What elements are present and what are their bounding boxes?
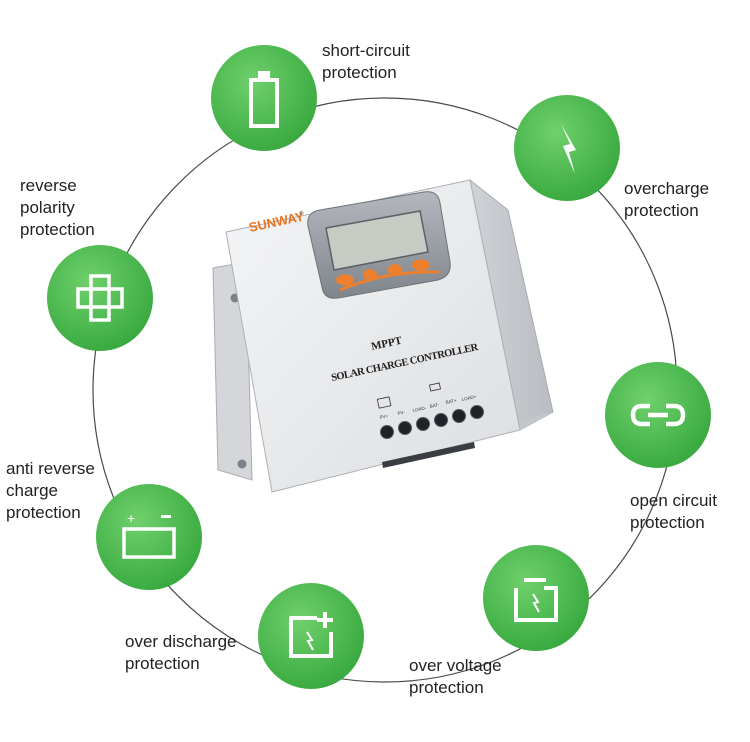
- badge-open-circuit: [605, 362, 711, 468]
- terminal-label-load-plus: LOAD+: [461, 394, 477, 402]
- control-buttons: [336, 259, 430, 286]
- battery-icon: [249, 71, 279, 128]
- label-anti-reverse: anti reverse charge protection: [6, 459, 95, 522]
- terminal-screw-5: [452, 409, 466, 423]
- cable-slot: [382, 442, 475, 468]
- badge-over-discharge: [258, 583, 364, 689]
- voltage-box-icon: [514, 578, 558, 622]
- terminal-label-bat-minus: BAT-: [429, 402, 440, 409]
- up-button[interactable]: [363, 269, 377, 281]
- solar-charge-controller: SUNWAY ® MPPT SOLAR CHARGE CONTROLLER PV…: [212, 178, 554, 493]
- lcd-orange-accent: [339, 270, 441, 292]
- esc-button[interactable]: [412, 259, 430, 271]
- terminal-screw-4: [434, 413, 448, 427]
- lcd-screen: [325, 210, 429, 271]
- badge-anti-reverse: +: [96, 484, 202, 590]
- label-over-voltage: over voltage protection: [409, 656, 502, 697]
- label-over-discharge: over discharge protection: [125, 632, 237, 673]
- cross-plug-icon: [76, 274, 124, 322]
- battery-terminals-icon: +: [122, 510, 176, 559]
- svg-text:+: +: [127, 510, 135, 526]
- bracket-hole-bottom: [237, 459, 247, 469]
- menu-button[interactable]: [336, 274, 354, 286]
- badge-short-circuit: [211, 45, 317, 151]
- discharge-box-icon: [289, 612, 333, 658]
- svg-text:®: ®: [299, 209, 305, 217]
- lightning-icon: [561, 124, 576, 174]
- label-open-circuit: open circuit protection: [630, 491, 717, 532]
- label-short-circuit: short-circuit protection: [322, 41, 410, 82]
- terminal-screw-3: [416, 417, 430, 431]
- terminal-label-pv-minus: PV-: [397, 409, 406, 416]
- terminal-label-load-minus: LOAD-: [412, 405, 427, 413]
- label-reverse-polarity: reverse polarity protection: [20, 176, 95, 239]
- badge-over-voltage: [483, 545, 589, 651]
- badge-overcharge: [514, 95, 620, 201]
- terminal-screw-1: [380, 425, 394, 439]
- terminal-screw-2: [398, 421, 412, 435]
- terminal-screw-6: [470, 405, 484, 419]
- terminal-label-bat-plus: BAT+: [445, 398, 457, 405]
- down-button[interactable]: [388, 264, 402, 276]
- pv-panel-icon: [376, 396, 392, 409]
- link-icon: [630, 403, 686, 427]
- terminal-area: PV+ PV- LOAD- BAT- BAT+ LOAD+: [376, 382, 484, 468]
- terminal-label-pv-plus: PV+: [379, 413, 389, 420]
- badge-reverse-polarity: [47, 245, 153, 351]
- label-overcharge: overcharge protection: [624, 179, 710, 220]
- battery-symbol-icon: [429, 382, 441, 392]
